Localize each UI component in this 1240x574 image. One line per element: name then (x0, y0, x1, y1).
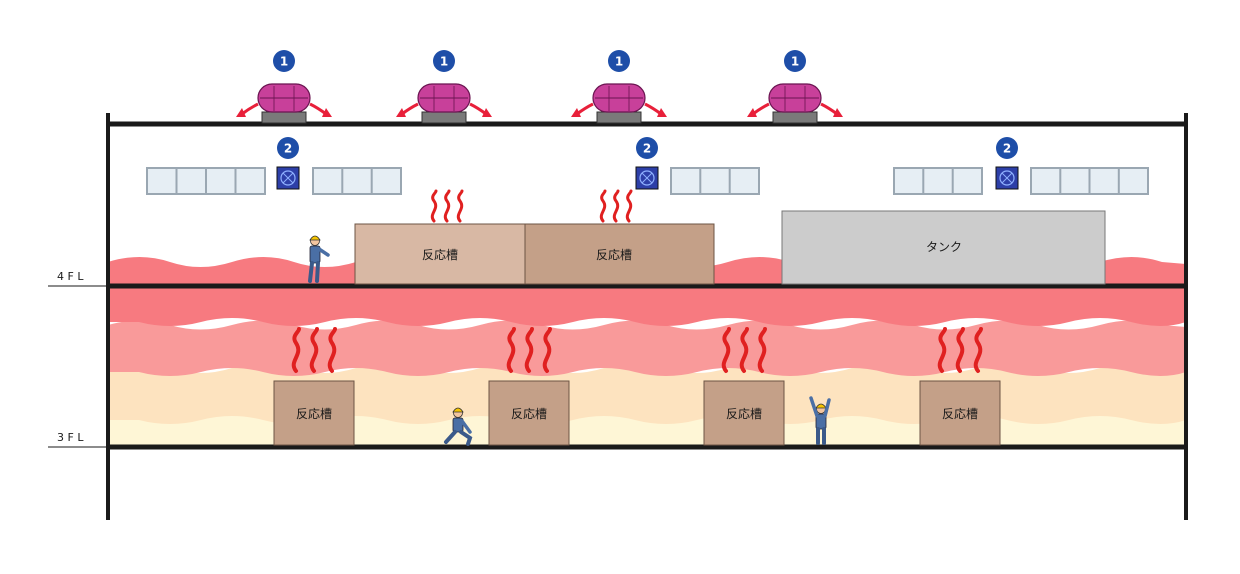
wall-fan-icon (995, 166, 1019, 190)
exhaust-arrow-left-icon (401, 102, 419, 116)
heat-wave-icon (506, 327, 552, 373)
wall-fan: 2 (276, 137, 300, 190)
exhaust-arrow-left-head (571, 108, 581, 117)
callout-badge-1: 1 (273, 50, 295, 72)
upper-reactor-1 (354, 223, 526, 285)
roof-ventilator: 1 (396, 50, 492, 124)
wall-fan-icon (635, 166, 659, 190)
callout-badge-2: 2 (636, 137, 658, 159)
worker-walking-icon (308, 235, 330, 283)
lower-reactor-1 (273, 380, 355, 446)
callout-number: 2 (1003, 142, 1011, 156)
heat-wave-icon (721, 327, 767, 373)
callout-number: 1 (615, 55, 623, 69)
storage-tank-label: タンク (926, 240, 962, 254)
exhaust-arrow-right-head (833, 108, 843, 117)
roof-ventilator: 1 (571, 50, 667, 124)
lower-floor-heat-layers (108, 288, 1186, 446)
roof-ventilator-icon (417, 83, 471, 124)
window-bank (670, 167, 760, 195)
exhaust-arrow-left-icon (752, 102, 770, 116)
worker-waving-icon (809, 396, 831, 445)
heat-wave-icon (291, 327, 337, 373)
exhaust-arrow-right-icon (820, 102, 838, 116)
window-bank (893, 167, 983, 195)
lower-floor-equipment: 反応槽 反応槽 反応槽 反応槽 (273, 380, 1001, 446)
callout-number: 2 (284, 142, 292, 156)
exhaust-arrow-right-icon (309, 102, 327, 116)
roof-ventilator-icon (768, 83, 822, 124)
exhaust-arrow-right-head (322, 108, 332, 117)
roof-ventilator: 1 (236, 50, 332, 124)
wall-fan-icon (276, 166, 300, 190)
lower-reactor-3 (703, 380, 785, 446)
exhaust-arrow-left-head (396, 108, 406, 117)
upper-floor-equipment: 反応槽 反応槽 タンク (354, 210, 1106, 285)
lower-reactor-4-label: 反応槽 (942, 407, 978, 421)
heat-wave-icon (430, 189, 464, 223)
exhaust-arrow-left-head (747, 108, 757, 117)
callout-badge-1: 1 (433, 50, 455, 72)
roof-ventilator-icon (592, 83, 646, 124)
lower-reactor-3-label: 反応槽 (726, 407, 762, 421)
wall-openings: 2 2 2 (146, 137, 1149, 195)
exhaust-arrow-right-head (482, 108, 492, 117)
building-structure (48, 113, 1188, 520)
heat-band-1 (108, 288, 1186, 326)
heat-wave-icon (937, 327, 983, 373)
window-bank (312, 167, 402, 195)
exhaust-arrow-left-icon (241, 102, 259, 116)
heat-band-3 (108, 320, 1186, 376)
upper-reactor-2-label: 反応槽 (596, 248, 632, 262)
lower-reactor-2-label: 反応槽 (511, 407, 547, 421)
heat-wave-icon (599, 189, 633, 223)
workers (308, 235, 831, 446)
heat-wave-icons (291, 189, 983, 373)
window-bank (1030, 167, 1149, 195)
callout-badge-1: 1 (608, 50, 630, 72)
wall-fan: 2 (635, 137, 659, 190)
callout-badge-1: 1 (784, 50, 806, 72)
callout-number: 2 (643, 142, 651, 156)
callout-badge-2: 2 (277, 137, 299, 159)
roof-ventilator-icon (257, 83, 311, 124)
roof-ventilator: 1 (747, 50, 843, 124)
callout-number: 1 (280, 55, 288, 69)
callout-number: 1 (440, 55, 448, 69)
floor-label-4fl: 4 F L (57, 270, 84, 283)
exhaust-arrow-right-icon (469, 102, 487, 116)
floor-label-3fl: 3 F L (57, 431, 84, 444)
window-bank (146, 167, 266, 195)
callout-number: 1 (791, 55, 799, 69)
lower-reactor-2 (488, 380, 570, 446)
roof-ventilators: 1 1 (236, 50, 843, 124)
exhaust-arrow-left-head (236, 108, 246, 117)
exhaust-arrow-right-icon (644, 102, 662, 116)
wall-fan: 2 (995, 137, 1019, 190)
exhaust-arrow-left-icon (576, 102, 594, 116)
callout-badge-2: 2 (996, 137, 1018, 159)
upper-reactor-1-label: 反応槽 (422, 248, 458, 262)
exhaust-arrow-right-head (657, 108, 667, 117)
lower-reactor-4 (919, 380, 1001, 446)
lower-reactor-1-label: 反応槽 (296, 407, 332, 421)
worker-crouching-icon (444, 407, 473, 446)
storage-tank (781, 210, 1106, 285)
heat-band-4 (108, 363, 1186, 424)
upper-reactor-2 (524, 223, 715, 285)
